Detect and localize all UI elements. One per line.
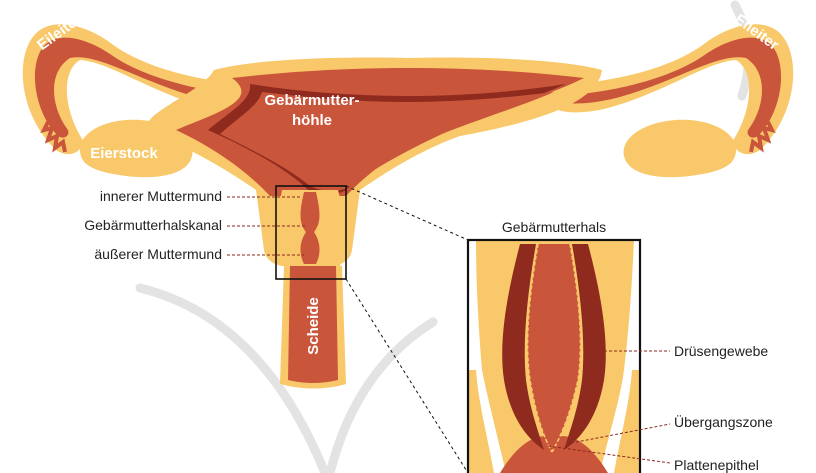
label-uterine-cavity-line1: Gebärmutter- — [264, 92, 359, 109]
label-squamous-epithelium: Plattenepithel — [674, 457, 759, 473]
label-ovary-left: Eierstock — [90, 145, 158, 162]
uterus-illustration — [23, 24, 793, 388]
label-cervical-canal: Gebärmutterhalskanal — [84, 217, 222, 233]
label-inner-os: innerer Muttermund — [100, 188, 222, 204]
label-glandular-tissue: Drüsengewebe — [674, 343, 768, 359]
cervix-detail-inset — [468, 240, 640, 473]
label-transition-zone: Übergangszone — [674, 413, 773, 430]
background-arc-center-bottom — [330, 322, 433, 473]
ovary-right — [624, 120, 736, 177]
label-uterine-cavity-line2: höhle — [292, 112, 332, 129]
label-vagina: Scheide — [305, 297, 322, 355]
label-outer-os: äußerer Muttermund — [94, 246, 222, 262]
inset-title: Gebärmutterhals — [502, 219, 606, 235]
zoom-connector-bottom — [346, 279, 468, 473]
label-ovary-right: Eierstock — [458, 145, 526, 162]
zoom-connector-top — [346, 186, 468, 240]
